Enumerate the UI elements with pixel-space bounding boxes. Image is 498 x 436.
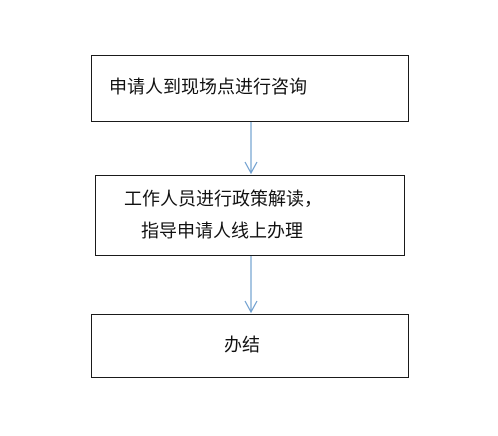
step-label-guidance-line-2: 指导申请人线上办理 [141, 221, 303, 242]
arrow-head [244, 161, 258, 175]
step-label-guidance-line-1: 工作人员进行政策解读， [124, 189, 322, 210]
step-box-complete: 办结 [91, 314, 409, 378]
step-box-consult: 申请人到现场点进行咨询 [91, 55, 409, 122]
arrow-consult-to-guidance [244, 122, 258, 175]
arrow-head [244, 300, 258, 314]
step-label-consult: 申请人到现场点进行咨询 [109, 77, 307, 98]
step-label-complete: 办结 [224, 335, 260, 356]
step-box-guidance: 工作人员进行政策解读， 指导申请人线上办理 [95, 175, 405, 256]
arrow-guidance-to-complete [244, 256, 258, 314]
